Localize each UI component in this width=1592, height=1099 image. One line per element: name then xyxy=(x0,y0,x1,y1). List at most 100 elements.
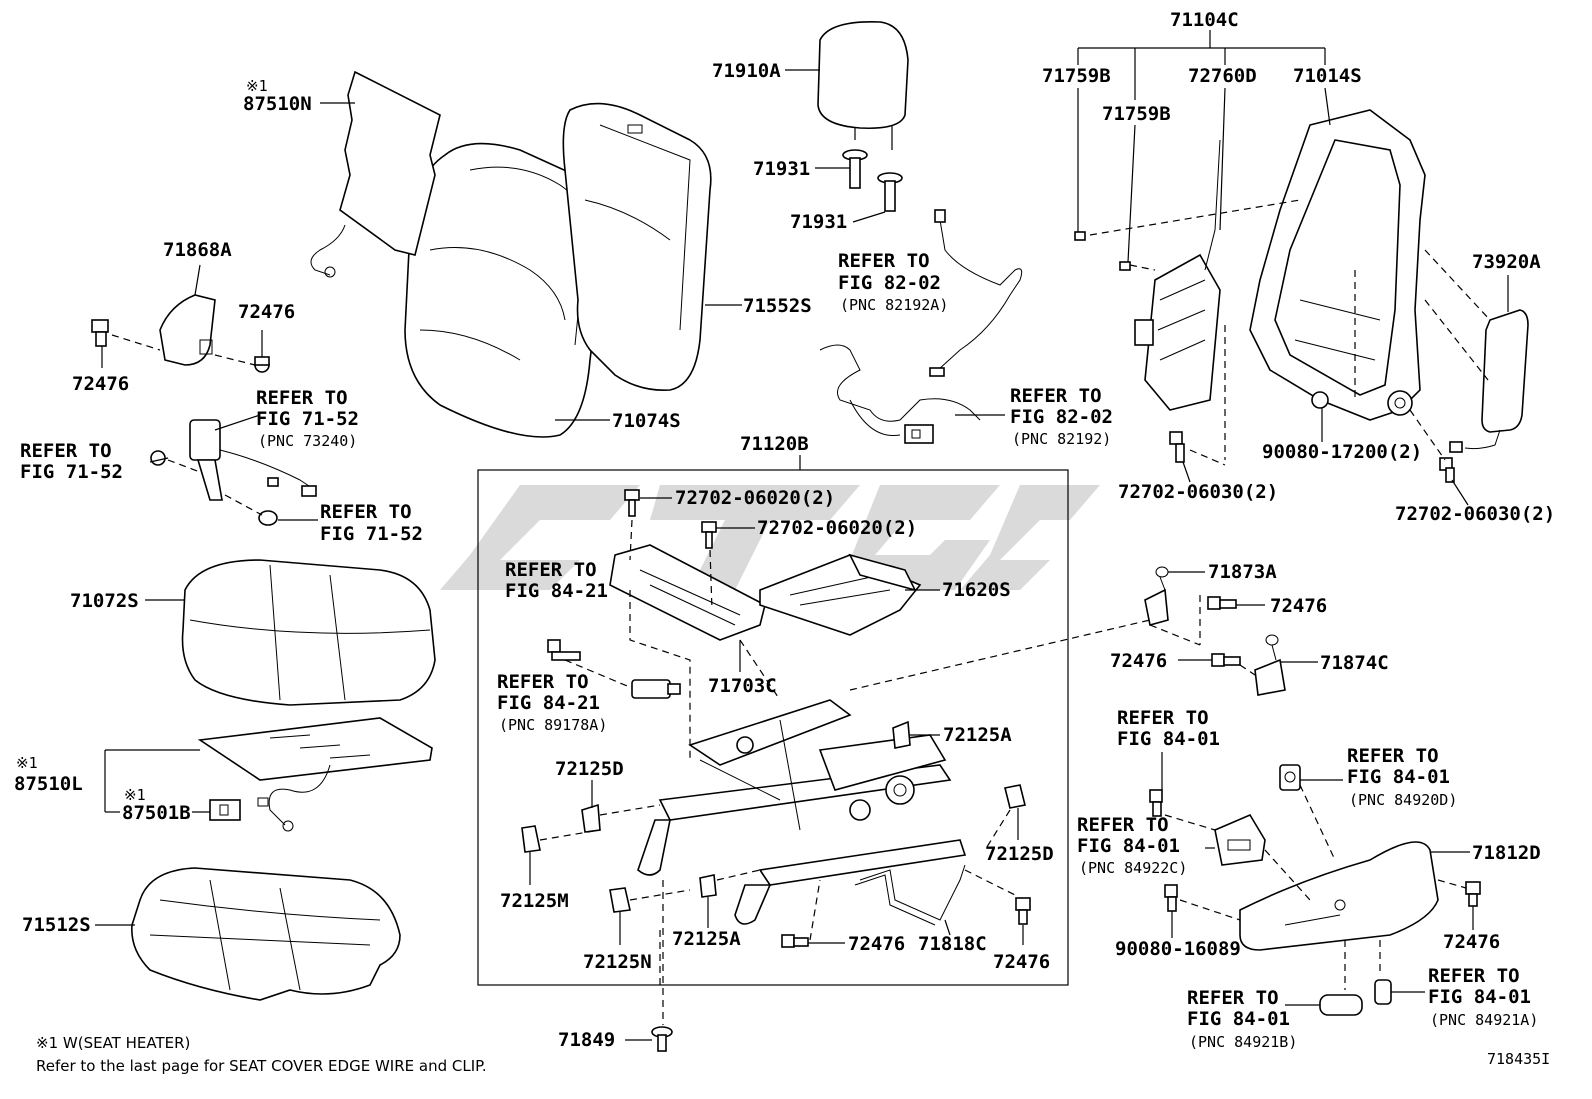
seatback-frame-71014s[interactable] xyxy=(1249,109,1426,421)
clip-72125a-lower[interactable] xyxy=(699,874,717,898)
seatbelt-buckle[interactable] xyxy=(189,419,317,501)
label-72476-e: 72476 xyxy=(1270,595,1327,617)
label-71812d: 71812D xyxy=(1472,842,1541,864)
bolt-72476-right-upper[interactable] xyxy=(1207,596,1237,610)
label-72702-06020-a: 72702-06020(2) xyxy=(675,487,835,509)
screw-90080-16089[interactable] xyxy=(1164,884,1178,912)
label-90080-16089: 90080-16089 xyxy=(1115,938,1241,960)
screw-72476-mid[interactable] xyxy=(254,356,270,373)
seat-spring-71620s[interactable] xyxy=(759,553,922,636)
knob-84920d[interactable] xyxy=(1279,764,1301,791)
label-87501b: 87501B xyxy=(122,802,191,824)
label-72476-a: 72476 xyxy=(72,373,129,395)
svg-text:REFER TO: REFER TO xyxy=(256,387,348,409)
wire-harness-82192a[interactable] xyxy=(929,209,1023,377)
headrest-71910a[interactable] xyxy=(817,21,909,150)
bolt-72702-06030-left[interactable] xyxy=(1169,431,1185,463)
screw-72476-shield[interactable] xyxy=(1465,881,1481,907)
screw-fig84-01[interactable] xyxy=(1149,789,1163,817)
nut-90080-17200[interactable] xyxy=(1311,391,1329,409)
bolt-72476-right-lower[interactable] xyxy=(1211,653,1241,667)
refer-block-84920d[interactable]: REFER TO FIG 84-01 (PNC 84920D) xyxy=(1347,745,1457,809)
bolt-72702-06020-upper[interactable] xyxy=(624,489,640,517)
wire-71818c[interactable] xyxy=(854,864,966,926)
seatback-cover-71074s[interactable] xyxy=(404,142,607,438)
svg-text:REFER TO: REFER TO xyxy=(1010,385,1102,407)
figure-id: 718435I xyxy=(1487,1050,1550,1068)
refer-block-84921b[interactable]: REFER TO FIG 84-01 (PNC 84921B) xyxy=(1187,987,1297,1051)
svg-text:FIG 71-52: FIG 71-52 xyxy=(320,523,423,545)
refer-block-82192a[interactable]: REFER TO FIG 82-02 (PNC 82192A) xyxy=(838,250,948,314)
knob-84921a[interactable] xyxy=(1374,979,1392,1005)
refer-block-84922c[interactable]: REFER TO FIG 84-01 (PNC 84922C) xyxy=(1077,814,1187,877)
svg-text:FIG 84-01: FIG 84-01 xyxy=(1077,835,1180,857)
sensor-87501b[interactable] xyxy=(209,799,241,821)
clip-72125n[interactable] xyxy=(609,887,631,913)
refer-block-fig84-01-screw[interactable]: REFER TO FIG 84-01 xyxy=(1117,707,1220,750)
refer-block-82192[interactable]: REFER TO FIG 82-02 (PNC 82192) xyxy=(1010,385,1113,448)
leader-lines xyxy=(95,30,1509,1041)
label-71759b-a: 71759B xyxy=(1042,65,1111,87)
refer-block-73240[interactable]: REFER TO FIG 71-52 (PNC 73240) xyxy=(256,387,359,450)
refer-block-fig84-21-top[interactable]: REFER TO FIG 84-21 xyxy=(505,559,608,602)
label-72125a-b: 72125A xyxy=(672,928,741,950)
refer-block-84921a[interactable]: REFER TO FIG 84-01 (PNC 84921A) xyxy=(1428,965,1538,1029)
seat-track-group-box xyxy=(477,469,1069,986)
bracket-71874c[interactable] xyxy=(1254,634,1286,696)
label-72476-b: 72476 xyxy=(238,301,295,323)
cushion-cover-71072s[interactable] xyxy=(181,559,436,706)
svg-text:(PNC 82192): (PNC 82192) xyxy=(1012,430,1111,448)
headrest-guide-71931-upper[interactable] xyxy=(842,149,868,189)
seat-adjuster-frame[interactable] xyxy=(637,699,967,925)
refer-block-89178a[interactable]: REFER TO FIG 84-21 (PNC 89178A) xyxy=(497,671,607,734)
wire-harness-82192[interactable] xyxy=(819,344,981,444)
svg-text:REFER TO: REFER TO xyxy=(497,671,589,693)
airbag-73920a[interactable] xyxy=(1449,309,1529,453)
nut-fig71-52-left[interactable] xyxy=(150,450,166,466)
svg-text:REFER TO: REFER TO xyxy=(838,250,930,272)
clip-71759b-lower[interactable] xyxy=(1119,261,1131,271)
bolt-72476-box-left[interactable] xyxy=(781,934,809,948)
screw-71849[interactable] xyxy=(651,1026,673,1052)
label-71910a: 71910A xyxy=(712,60,781,82)
refer-block-fig71-52-right[interactable]: REFER TO FIG 71-52 xyxy=(320,501,423,545)
svg-text:(PNC 89178A): (PNC 89178A) xyxy=(499,716,607,734)
footnote-edge-wire: Refer to the last page for SEAT COVER ED… xyxy=(36,1057,487,1075)
label-71552s: 71552S xyxy=(743,295,812,317)
nut-fig71-52-right[interactable] xyxy=(258,510,278,526)
refer-block-fig71-52-left[interactable]: REFER TO FIG 71-52 xyxy=(20,440,123,483)
screw-72476-left[interactable] xyxy=(91,319,109,347)
cover-71868a[interactable] xyxy=(159,294,216,366)
lumbar-support-72760d[interactable] xyxy=(1134,139,1221,411)
clip-72125m[interactable] xyxy=(521,825,541,853)
label-71072s: 71072S xyxy=(70,590,139,612)
clip-72125d-left[interactable] xyxy=(581,803,601,833)
bolt-72702-06020-lower[interactable] xyxy=(701,521,717,549)
svg-text:FIG 71-52: FIG 71-52 xyxy=(256,408,359,430)
seat-shield-71812d[interactable] xyxy=(1239,841,1439,951)
label-87510n-mark: ※1 xyxy=(246,77,268,95)
clip-72125a-right[interactable] xyxy=(892,720,911,749)
knob-84921b[interactable] xyxy=(1319,994,1363,1016)
label-71818c: 71818C xyxy=(918,933,987,955)
heater-back-87510n[interactable] xyxy=(310,70,441,278)
bolt-fig84-21[interactable] xyxy=(547,639,581,661)
sensor-89178a[interactable] xyxy=(631,679,681,699)
svg-text:REFER TO: REFER TO xyxy=(20,440,112,462)
cushion-pad-71512s[interactable] xyxy=(131,867,401,1001)
headrest-guide-71931-lower[interactable] xyxy=(877,172,903,212)
seatback-pad-71552s[interactable] xyxy=(562,102,712,392)
label-72476-f: 72476 xyxy=(1110,650,1167,672)
rail-cover-71703c[interactable] xyxy=(609,544,766,641)
label-72125m: 72125M xyxy=(500,890,569,912)
bracket-71873a[interactable] xyxy=(1144,566,1169,627)
clip-71759b-upper[interactable] xyxy=(1074,231,1086,241)
bolt-72702-06030-right[interactable] xyxy=(1439,457,1455,483)
switch-84922c[interactable] xyxy=(1214,813,1266,866)
svg-text:FIG 82-02: FIG 82-02 xyxy=(838,272,941,294)
clip-72125d-right[interactable] xyxy=(1004,784,1026,809)
label-72476-d: 72476 xyxy=(993,951,1050,973)
bolt-72476-box-right[interactable] xyxy=(1015,897,1031,925)
label-71014s: 71014S xyxy=(1293,65,1362,87)
heater-cushion-87510l[interactable] xyxy=(197,717,433,832)
